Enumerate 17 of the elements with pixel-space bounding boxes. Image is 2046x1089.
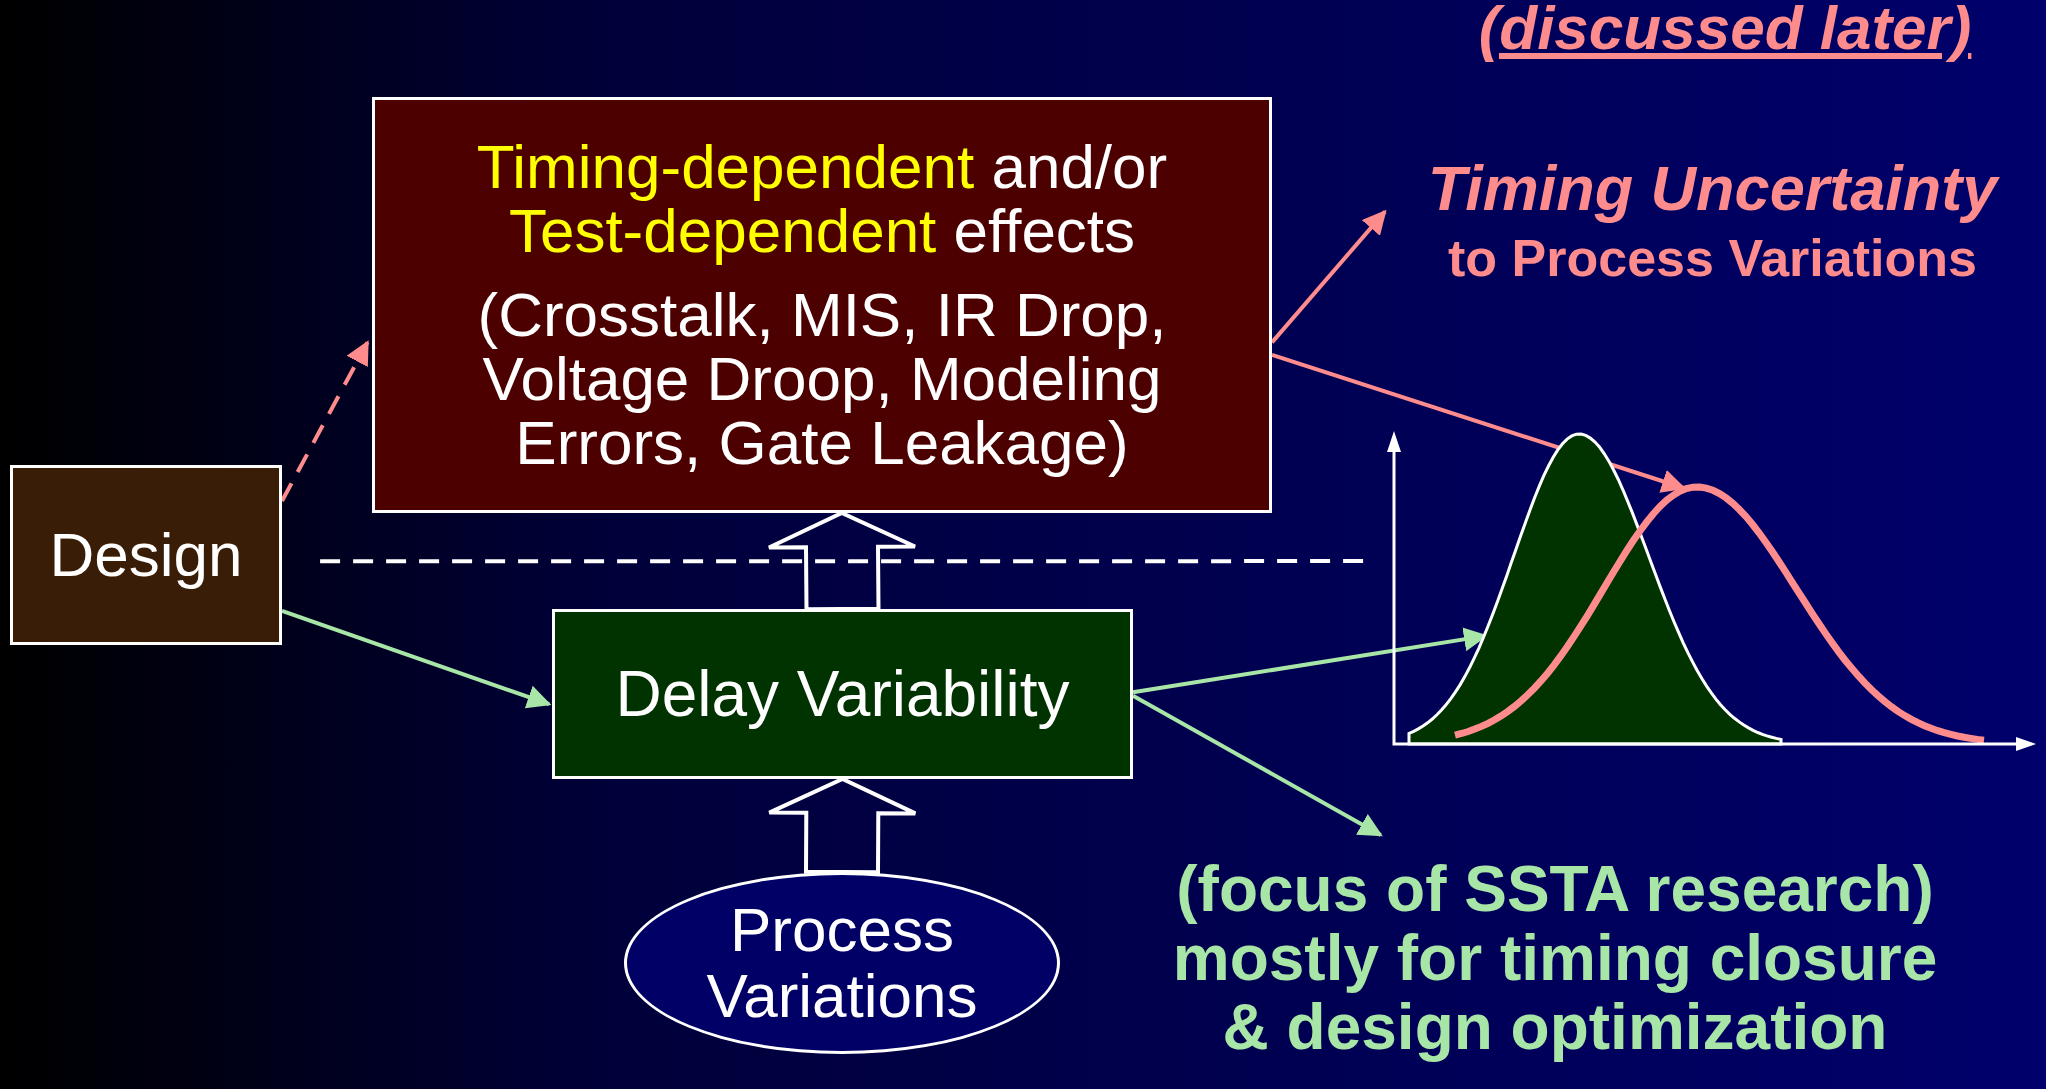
block-arrow <box>767 510 917 612</box>
arrow <box>1132 693 1383 837</box>
dashed-arrow <box>280 340 370 502</box>
callout-heading: Timing Uncertainty <box>1427 152 1998 224</box>
note-text: (discussed later) <box>1477 0 1973 64</box>
body-text: (Crosstalk, MIS, IR Drop, Voltage Droop, Modeling Errors, Gate Leakage) <box>476 283 1168 475</box>
callout-subtext: to Process Variations <box>1448 228 1977 288</box>
process-box: Delay Variability <box>552 609 1133 779</box>
arrow <box>1270 209 1387 344</box>
effects-box <box>372 97 1272 513</box>
arrow <box>1271 353 1686 493</box>
source-ellipse: Process Variations <box>624 872 1060 1054</box>
note-text: (focus of SSTA research) mostly for timing closure & design optimization <box>1140 835 1970 1085</box>
arrow <box>281 608 552 709</box>
heading-text: Timing-dependent and/or Test-dependent effects <box>475 135 1169 263</box>
design-box: Design <box>10 465 282 645</box>
block-arrow <box>767 776 918 875</box>
